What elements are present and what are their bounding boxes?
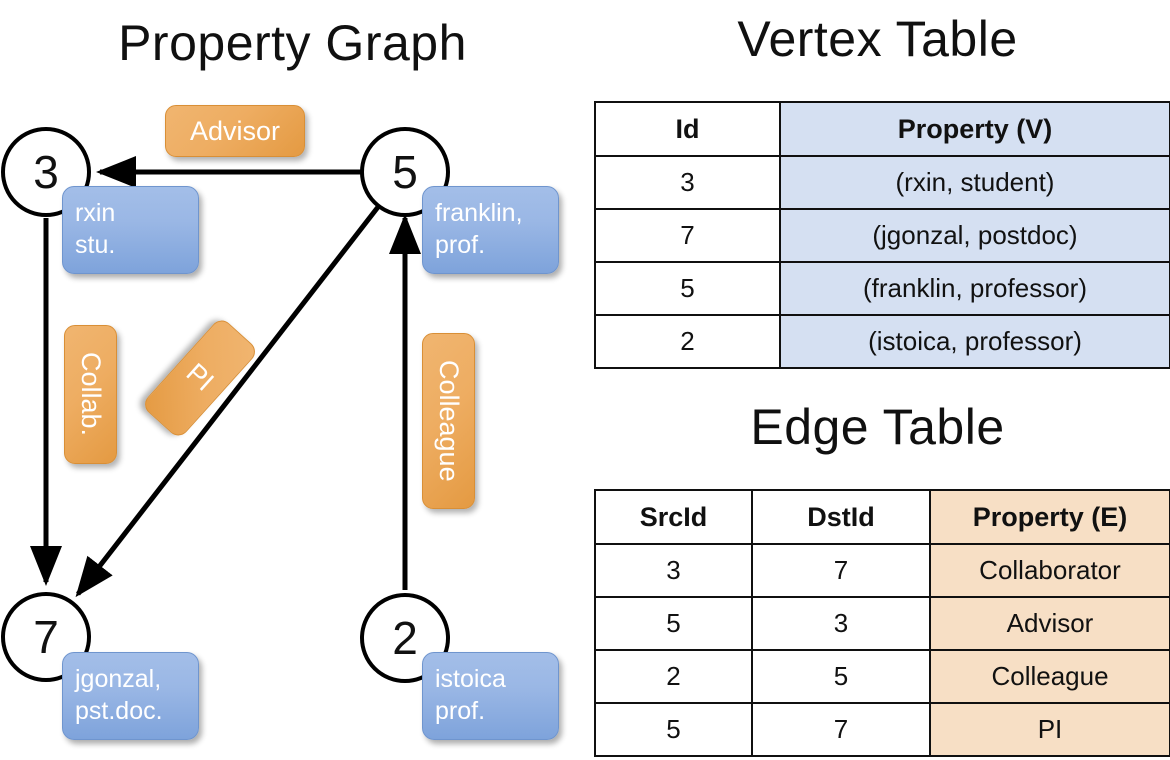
edge-label-pi-text: PI — [180, 357, 220, 398]
node-property-5-line2: prof. — [435, 231, 486, 259]
edge-table: SrcId DstId Property (E) 3 7 Collaborato… — [594, 489, 1170, 757]
edge-cell-dst: 5 — [751, 649, 931, 704]
edge-label-collab: Collab. — [64, 325, 117, 464]
graph-node-5-label: 5 — [392, 146, 418, 198]
edge-cell-property: PI — [929, 702, 1170, 757]
edge-label-colleague: Colleague — [422, 333, 475, 509]
edge-pi-5-to-7 — [75, 205, 380, 598]
vertex-cell-id: 7 — [594, 208, 781, 263]
node-property-2-line2: prof. — [435, 697, 486, 725]
graph-edges-svg — [30, 156, 421, 598]
table-row: 7 (jgonzal, postdoc) — [594, 208, 1170, 263]
table-row: 5 7 PI — [594, 702, 1170, 757]
node-property-5-line1: franklin, — [435, 199, 523, 227]
vertex-cell-property: (jgonzal, postdoc) — [779, 208, 1170, 263]
vertex-table-header-property: Property (V) — [779, 101, 1170, 157]
table-row: 2 (istoica, professor) — [594, 314, 1170, 369]
edge-table-header-row: SrcId DstId Property (E) — [594, 489, 1170, 545]
table-row: 5 (franklin, professor) — [594, 261, 1170, 316]
edge-cell-src: 3 — [594, 543, 753, 598]
table-row: 3 (rxin, student) — [594, 155, 1170, 210]
edge-cell-src: 5 — [594, 596, 753, 651]
edge-cell-dst: 7 — [751, 702, 931, 757]
graph-node-7-label: 7 — [33, 611, 59, 663]
edge-label-colleague-text: Colleague — [434, 360, 464, 482]
edge-table-header-property: Property (E) — [929, 489, 1170, 545]
edge-cell-property: Colleague — [929, 649, 1170, 704]
table-row: 3 7 Collaborator — [594, 543, 1170, 598]
node-property-box-7: jgonzal, pst.doc. — [62, 652, 199, 740]
edge-cell-src: 2 — [594, 649, 753, 704]
node-property-3-line1: rxin — [75, 199, 116, 227]
graph-node-3-label: 3 — [33, 146, 59, 198]
vertex-table-header-id: Id — [594, 101, 781, 157]
vertex-cell-property: (istoica, professor) — [779, 314, 1170, 369]
table-row: 5 3 Advisor — [594, 596, 1170, 651]
vertex-cell-id: 2 — [594, 314, 781, 369]
edge-cell-dst: 7 — [751, 543, 931, 598]
edge-table-header-srcid: SrcId — [594, 489, 753, 545]
vertex-table: Id Property (V) 3 (rxin, student) 7 (jgo… — [594, 101, 1170, 369]
node-property-7-line1: jgonzal, — [75, 665, 162, 693]
node-property-box-3: rxin stu. — [62, 186, 199, 274]
edge-cell-property: Advisor — [929, 596, 1170, 651]
vertex-cell-property: (franklin, professor) — [779, 261, 1170, 316]
page-title-edge-table: Edge Table — [750, 399, 1005, 455]
edge-cell-src: 5 — [594, 702, 753, 757]
property-graph-panel: Property Graph Advisor Collab. PI Collea… — [1, 15, 559, 740]
page-title-vertex-table: Vertex Table — [737, 11, 1018, 67]
vertex-cell-id: 5 — [594, 261, 781, 316]
vertex-table-header-row: Id Property (V) — [594, 101, 1170, 157]
node-property-2-line1: istoica — [435, 665, 506, 693]
page-title-property-graph: Property Graph — [118, 15, 467, 71]
edge-label-advisor: Advisor — [165, 105, 305, 157]
node-property-box-5: franklin, prof. — [422, 186, 559, 274]
edge-table-header-dstid: DstId — [751, 489, 931, 545]
node-property-box-2: istoica prof. — [422, 652, 559, 740]
node-property-3-line2: stu. — [75, 231, 116, 259]
graph-node-2: 2 — [360, 593, 450, 683]
node-property-7-line2: pst.doc. — [75, 697, 163, 725]
table-row: 2 5 Colleague — [594, 649, 1170, 704]
edge-cell-property: Collaborator — [929, 543, 1170, 598]
edge-label-advisor-text: Advisor — [189, 115, 281, 146]
vertex-cell-property: (rxin, student) — [779, 155, 1170, 210]
graph-node-2-label: 2 — [392, 612, 418, 664]
edge-cell-dst: 3 — [751, 596, 931, 651]
tables-panel: Vertex Table Id Property (V) 3 (rxin, st… — [585, 0, 1170, 760]
edge-label-collab-text: Collab. — [76, 352, 106, 437]
vertex-cell-id: 3 — [594, 155, 781, 210]
